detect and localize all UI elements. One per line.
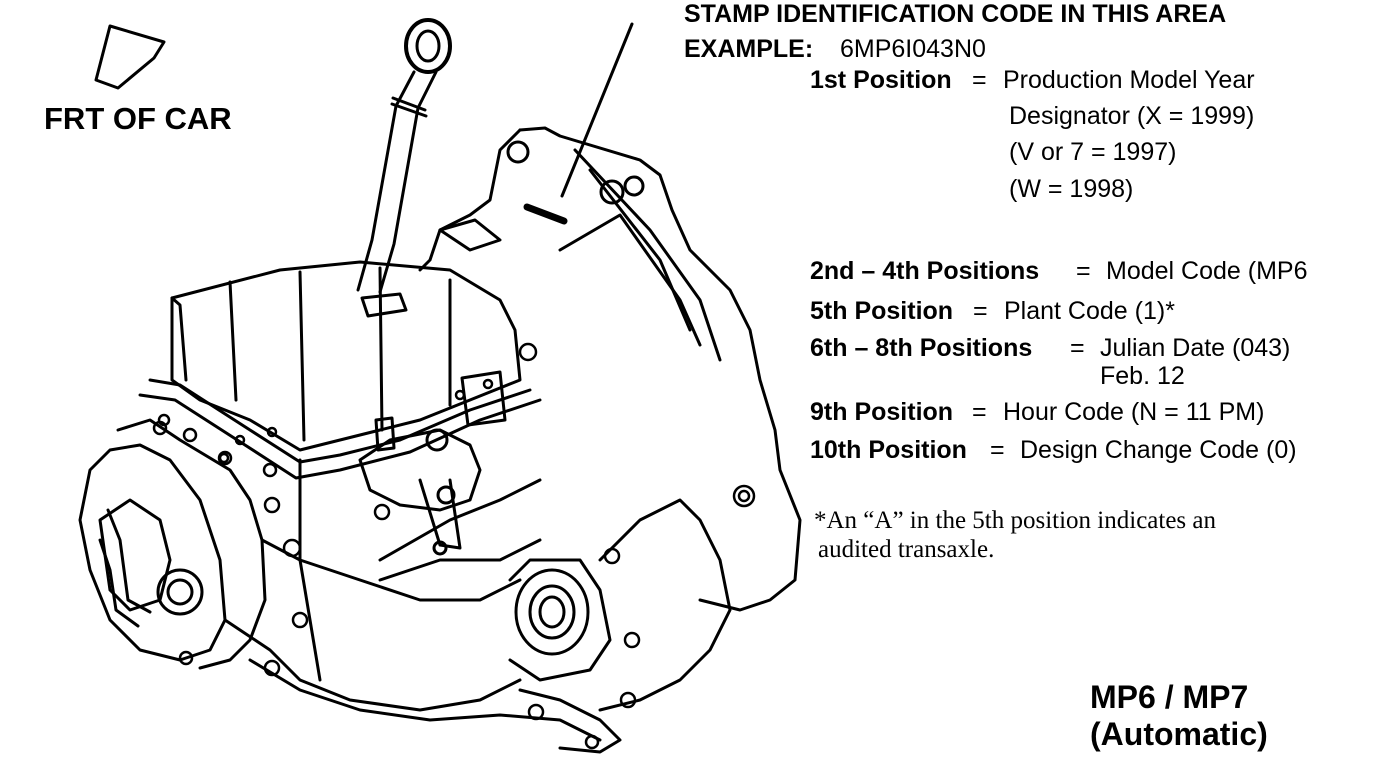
stamp-leader-line — [560, 22, 634, 198]
position-sep: = — [1076, 257, 1091, 285]
footnote-line: audited transaxle. — [818, 536, 995, 563]
position-detail: (W = 1998) — [1009, 175, 1134, 203]
front-arrow-icon — [94, 24, 166, 90]
transaxle-case — [78, 260, 732, 754]
stamp-area-marker — [523, 203, 568, 225]
position-detail: Feb. 12 — [1100, 362, 1185, 390]
position-text: Design Change Code (0) — [1020, 436, 1297, 464]
footnote-line: *An “A” in the 5th position indicates an — [814, 507, 1217, 534]
position-detail: Designator (X = 1999) — [1009, 102, 1255, 130]
dipstick — [356, 18, 452, 294]
position-text: Julian Date (043) — [1100, 334, 1291, 362]
position-detail: (V or 7 = 1997) — [1009, 138, 1177, 166]
model-title: MP6 / MP7 — [1090, 679, 1249, 715]
stamp-title: STAMP IDENTIFICATION CODE IN THIS AREA — [684, 0, 1227, 28]
position-text: Hour Code (N = 11 PM) — [1003, 398, 1265, 426]
position-sep: = — [972, 398, 987, 426]
position-label: 6th – 8th Positions — [810, 334, 1033, 362]
position-sep: = — [1070, 334, 1085, 362]
position-label: 1st Position — [810, 66, 952, 94]
position-sep: = — [973, 297, 988, 325]
position-text: Plant Code (1)* — [1004, 297, 1175, 325]
position-label: 2nd – 4th Positions — [810, 257, 1040, 285]
bell-housing — [418, 126, 802, 612]
position-label: 10th Position — [810, 436, 967, 464]
position-text: Production Model Year — [1003, 66, 1255, 94]
position-sep: = — [990, 436, 1005, 464]
case-bolts — [152, 342, 756, 750]
position-sep: = — [972, 66, 987, 94]
position-label: 5th Position — [810, 297, 954, 325]
front-of-car-label: FRT OF CAR — [44, 101, 232, 136]
position-text: Model Code (MP6 — [1106, 257, 1308, 285]
model-subtitle: (Automatic) — [1090, 716, 1268, 752]
example-value: 6MP6I043N0 — [840, 35, 986, 63]
position-label: 9th Position — [810, 398, 954, 426]
example-label: EXAMPLE: — [684, 35, 814, 63]
